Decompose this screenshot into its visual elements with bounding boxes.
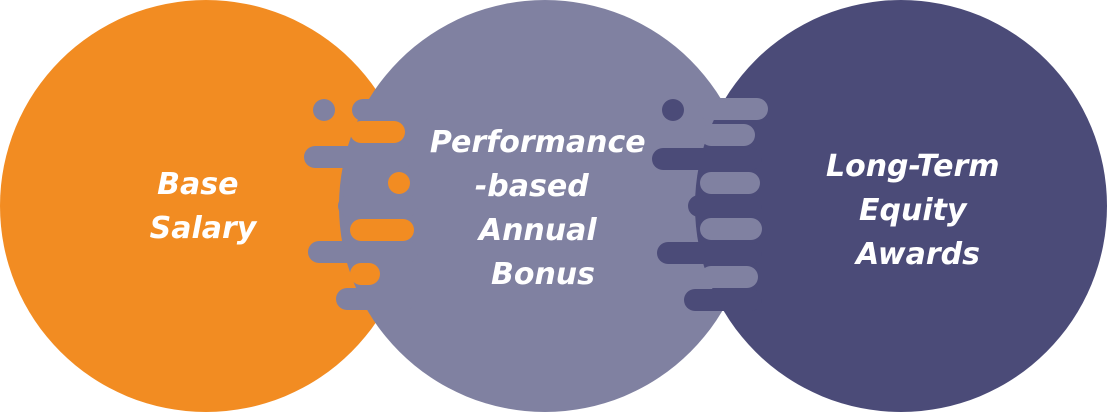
label-line: Base bbox=[157, 167, 238, 202]
lavender-streak bbox=[700, 218, 762, 240]
performance-bonus-circle bbox=[339, 0, 751, 412]
label-line: Long-Term bbox=[826, 149, 1000, 184]
navy-streak bbox=[688, 195, 762, 217]
lavender-streaks-left bbox=[304, 99, 432, 310]
orange-streak bbox=[350, 121, 405, 143]
orange-dot bbox=[388, 172, 410, 194]
lavender-streak bbox=[304, 146, 414, 168]
lavender-streak bbox=[700, 172, 760, 194]
base-salary-circle bbox=[0, 0, 412, 412]
lavender-streak bbox=[338, 195, 418, 217]
label-line: Awards bbox=[854, 237, 980, 272]
lavender-streak bbox=[700, 124, 755, 146]
orange-streaks bbox=[350, 121, 414, 285]
navy-streaks bbox=[652, 99, 762, 311]
label-line: Annual bbox=[477, 213, 598, 248]
lavender-streaks-right bbox=[698, 98, 768, 288]
navy-streak bbox=[652, 148, 762, 170]
navy-streak bbox=[684, 289, 762, 311]
orange-streak bbox=[350, 263, 380, 285]
lavender-streak bbox=[700, 266, 758, 288]
label-line: Salary bbox=[150, 211, 258, 246]
performance-bonus-label: Performance -based Annual Bonus bbox=[430, 125, 656, 292]
base-salary-label: Base Salary bbox=[150, 167, 258, 246]
label-line: -based bbox=[475, 169, 589, 204]
lavender-streak bbox=[336, 288, 416, 310]
long-term-equity-circle bbox=[695, 0, 1107, 412]
lavender-streak bbox=[352, 99, 432, 121]
navy-streak bbox=[657, 242, 762, 264]
label-line: Performance bbox=[430, 125, 646, 160]
long-term-equity-label: Long-Term Equity Awards bbox=[826, 149, 1010, 272]
orange-streak bbox=[350, 219, 414, 241]
label-line: Equity bbox=[859, 193, 968, 228]
lavender-streak bbox=[308, 241, 418, 263]
navy-dot bbox=[662, 99, 684, 121]
lavender-streak bbox=[698, 98, 768, 120]
label-line: Bonus bbox=[491, 257, 595, 292]
lavender-dot bbox=[313, 99, 335, 121]
